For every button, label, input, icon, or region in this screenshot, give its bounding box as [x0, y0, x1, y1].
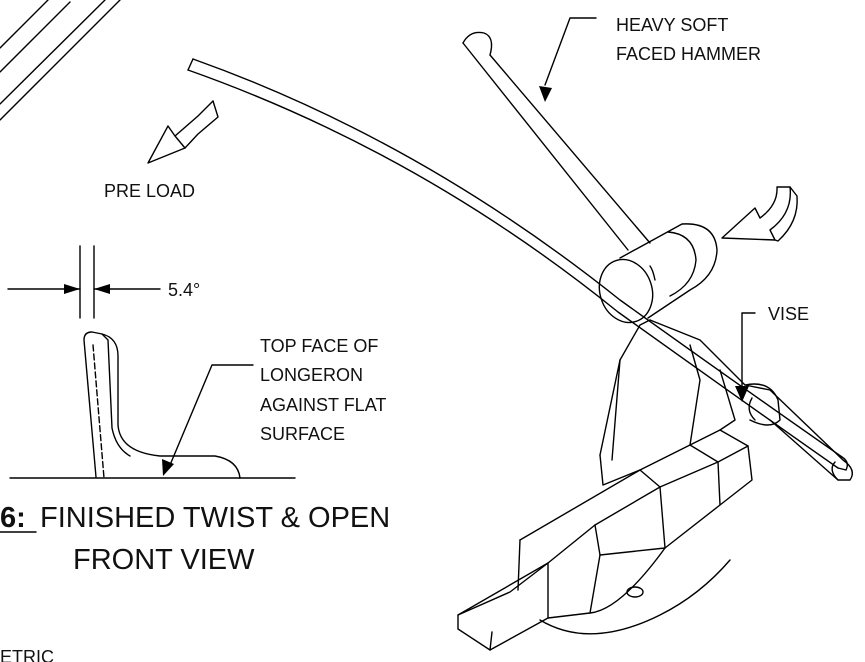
corner-text-fragment: ETRIC — [0, 647, 54, 662]
angle-dimension — [7, 245, 161, 319]
hammer-label-line2: FACED HAMMER — [616, 44, 761, 64]
hammer-handle — [462, 31, 651, 251]
leader-lines — [169, 17, 756, 466]
top-face-leader-arrowhead — [162, 459, 174, 476]
hammer-leader-arrowhead — [539, 86, 552, 102]
preload-label: PRE LOAD — [104, 181, 195, 201]
top-face-label-line4: SURFACE — [260, 424, 345, 444]
angle-dimension-label: 5.4° — [168, 280, 200, 300]
vise-label: VISE — [768, 304, 809, 324]
figure-caption-line2: FRONT VIEW — [73, 544, 255, 576]
top-face-label-line3: AGAINST FLAT — [260, 395, 386, 415]
figure-caption-line1: FINISHED TWIST & OPEN — [40, 502, 390, 534]
longeron-cross-section — [9, 331, 296, 479]
dimension-arrowhead-left — [64, 284, 80, 294]
vise-body — [457, 319, 853, 651]
vise-leader-arrowhead — [735, 386, 749, 402]
dimension-arrowhead-right — [94, 284, 110, 294]
hammer-label-line1: HEAVY SOFT — [616, 15, 728, 35]
bending-arrow — [721, 186, 798, 242]
longeron-bar — [187, 58, 849, 471]
hammer-head — [598, 223, 718, 324]
partial-frame-lines — [0, 0, 121, 121]
top-face-label-line2: LONGERON — [260, 365, 363, 385]
top-face-label-line1: TOP FACE OF — [260, 336, 378, 356]
preload-arrow — [147, 100, 219, 164]
figure-number: 6: — [0, 502, 26, 534]
